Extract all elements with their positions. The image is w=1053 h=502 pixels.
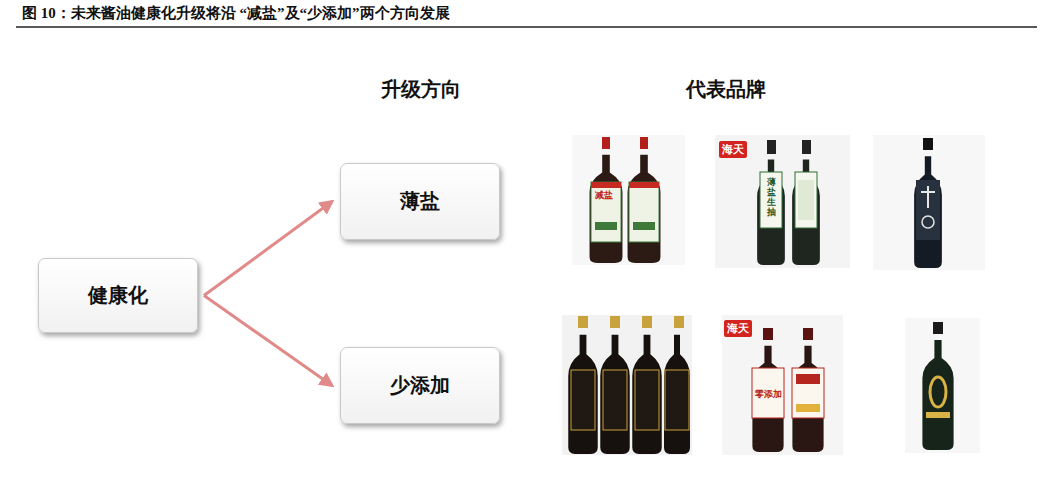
product-photo: [873, 135, 985, 270]
product-photo: [722, 315, 843, 455]
process-box: 薄盐: [340, 163, 500, 240]
arrow-connector: [204, 202, 332, 296]
brand-badge: 海天: [724, 320, 752, 337]
product-photo: [905, 318, 980, 453]
process-box: 少添加: [340, 347, 500, 424]
node-text: 健康化: [88, 282, 148, 309]
product-photo: [562, 315, 692, 455]
process-box: 健康化: [38, 258, 198, 333]
product-label: 减盐: [595, 191, 613, 201]
node-text: 薄盐: [400, 188, 440, 215]
arrow-connector: [204, 296, 332, 386]
column-header: 代表品牌: [686, 76, 766, 103]
title-rule: [16, 26, 1037, 28]
product-photo: [715, 135, 850, 268]
column-header: 升级方向: [381, 76, 461, 103]
brand-badge: 海天: [719, 141, 747, 158]
node-text: 少添加: [390, 372, 450, 399]
product-photo: [572, 135, 685, 265]
product-label: 薄盐生抽: [767, 178, 776, 218]
product-label: 零添加: [755, 390, 782, 400]
figure-title: 图 10：未来酱油健康化升级将沿 “减盐”及“少添加”两个方向发展: [22, 4, 450, 23]
